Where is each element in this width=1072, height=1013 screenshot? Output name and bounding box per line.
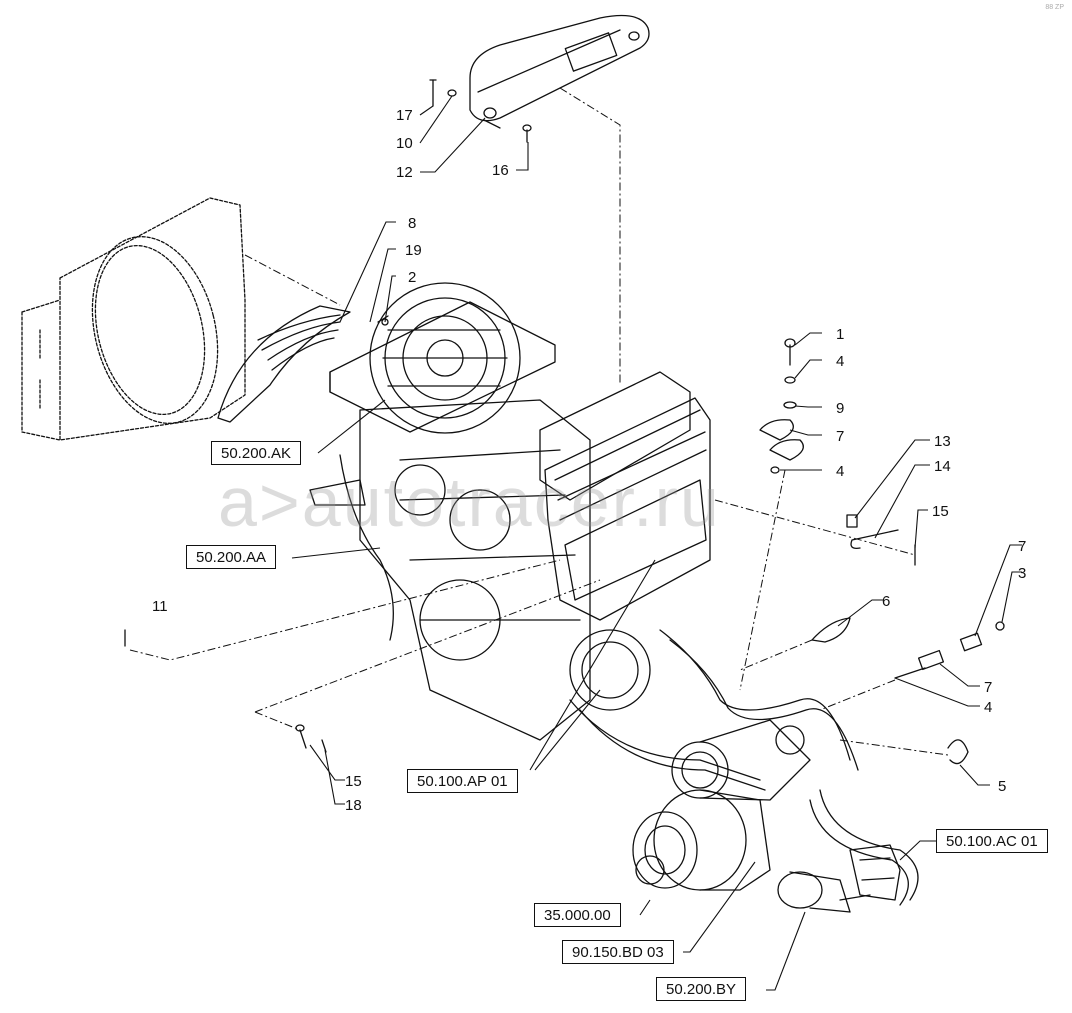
fan-shroud <box>21 197 246 441</box>
callout-19: 19 <box>405 242 422 259</box>
corner-code: 88 ZP <box>1045 4 1064 11</box>
callout-4-upper: 4 <box>836 353 844 370</box>
top-cover-panel <box>469 14 650 129</box>
callout-8: 8 <box>408 215 416 232</box>
callout-2: 2 <box>408 269 416 286</box>
fan-guard <box>217 305 351 423</box>
reference-box-50-200-by[interactable]: 50.200.BY <box>656 977 747 1001</box>
electrical-connector <box>849 844 901 901</box>
callout-6: 6 <box>882 593 890 610</box>
leader-lines <box>291 95 1022 991</box>
callout-11: 11 <box>152 598 168 615</box>
callout-4-middle: 4 <box>836 463 844 480</box>
hydrostatic-pump <box>671 719 811 801</box>
callout-15-right: 15 <box>932 503 949 520</box>
engine-block <box>309 399 591 741</box>
reference-box-50-100-ac-01[interactable]: 50.100.AC 01 <box>936 829 1048 853</box>
air-cleaner-housing <box>539 371 711 711</box>
callout-15-left: 15 <box>345 773 362 790</box>
reference-box-35-000-00[interactable]: 35.000.00 <box>534 903 621 927</box>
alignment-lines <box>129 87 949 756</box>
callout-18: 18 <box>345 797 362 814</box>
callout-4-lower: 4 <box>984 699 992 716</box>
top-hardware <box>429 79 532 143</box>
callout-16: 16 <box>492 162 509 179</box>
callout-3: 3 <box>1018 565 1026 582</box>
radiator-fan-assembly <box>329 282 556 434</box>
hydraulic-hoses <box>569 629 919 906</box>
callout-12: 12 <box>396 164 413 181</box>
callout-14: 14 <box>934 458 951 475</box>
reference-box-50-200-aa[interactable]: 50.200.AA <box>186 545 277 569</box>
drive-motor <box>632 789 771 891</box>
reference-box-50-200-ak[interactable]: 50.200.AK <box>211 441 302 465</box>
callout-5: 5 <box>998 778 1006 795</box>
callout-7-right: 7 <box>1018 538 1026 555</box>
watermark-text: a>autotracer.ru <box>218 463 721 541</box>
callout-17: 17 <box>396 107 413 124</box>
reference-box-90-150-bd-03[interactable]: 90.150.BD 03 <box>562 940 674 964</box>
callout-10: 10 <box>396 135 413 152</box>
callout-13: 13 <box>934 433 951 450</box>
reference-box-50-100-ap-01[interactable]: 50.100.AP 01 <box>407 769 518 793</box>
callout-7-lower: 7 <box>984 679 992 696</box>
callout-1: 1 <box>836 326 844 343</box>
callout-7-upper: 7 <box>836 428 844 445</box>
callout-numbers: 17 10 12 16 8 19 2 1 4 9 7 4 13 14 15 7 … <box>152 107 1026 814</box>
callout-9: 9 <box>836 400 844 417</box>
